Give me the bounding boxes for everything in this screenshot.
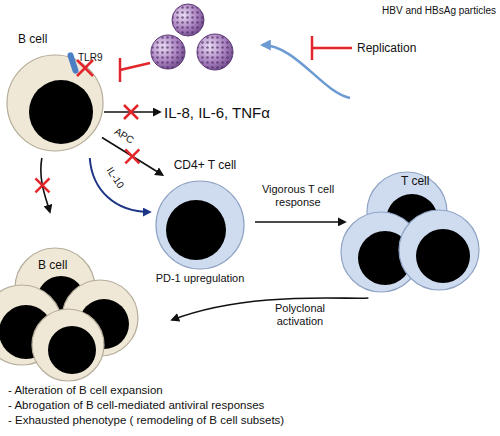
bullet-note: - Alteration of B cell expansion <box>8 384 488 398</box>
cell-body <box>32 309 104 381</box>
cell-body <box>7 55 103 151</box>
cross-stroke <box>77 60 93 76</box>
inhibition-cross <box>35 178 49 192</box>
inhibition-overlay <box>8 30 102 158</box>
cell-nucleus <box>166 200 226 260</box>
expansion-arrow <box>41 158 50 212</box>
t-cell-cluster: T cell <box>345 170 475 298</box>
inhibition-bar <box>120 58 150 82</box>
inhibition-cross <box>124 105 138 119</box>
virus-particles <box>151 4 233 70</box>
cell-shape <box>345 170 475 298</box>
inhibition-cross <box>77 60 93 76</box>
b-cell-cluster: B cell <box>0 212 172 382</box>
tlr9-receptor <box>67 52 80 75</box>
cytokine-curve <box>90 158 150 212</box>
cell-shape <box>0 212 172 382</box>
bullet-note: - Abrogation of B cell-mediated antivira… <box>8 399 488 413</box>
b-cell: B cellTLR9 <box>8 30 102 158</box>
cell-name: CD4+ T cell <box>155 158 255 172</box>
edge-label: Vigorous T cell response <box>254 183 342 209</box>
cell-body <box>156 181 244 269</box>
response-arrow <box>255 221 345 223</box>
cell-shape <box>8 30 102 158</box>
cell-nucleus <box>416 229 470 283</box>
inhibition-line <box>120 63 150 70</box>
virus-particle <box>197 34 233 70</box>
inhibition-bar <box>312 36 352 60</box>
cell-body <box>399 210 479 290</box>
cd4-t-cell: CD4+ T cellPD-1 upregulation <box>150 175 255 275</box>
cross-stroke <box>35 178 49 192</box>
cytokine-list: IL-8, IL-6, TNFα <box>164 104 314 122</box>
virus-spikes <box>151 35 185 69</box>
inhibition-cross <box>125 149 139 163</box>
cell-nucleus <box>48 326 96 374</box>
virus-spikes <box>197 34 233 70</box>
inhibition-tee <box>311 36 314 60</box>
receptor-name: TLR9 <box>78 52 112 64</box>
figure-note: HBV and HBsAg particles <box>356 5 496 17</box>
virus-particle <box>172 4 204 36</box>
virus-spikes <box>172 4 204 36</box>
cell-name: T cell <box>401 174 451 188</box>
edge-label: IL-10 <box>99 158 131 198</box>
inhibition-tee <box>119 58 122 82</box>
cross-stroke <box>124 105 138 119</box>
cross-stroke <box>35 178 49 192</box>
replication-arrow <box>262 45 350 98</box>
virus-particle <box>151 35 185 69</box>
cell-name: B cell <box>38 258 88 272</box>
cross-stroke <box>125 149 139 163</box>
inhibition-line <box>312 47 352 50</box>
cell-name: B cell <box>18 32 68 46</box>
activation-curve <box>172 298 368 320</box>
process-name: Replication <box>357 41 437 55</box>
cell-shape <box>150 175 255 275</box>
edge-label: Polyclonal activation <box>264 302 336 328</box>
cross-stroke <box>77 60 93 76</box>
cross-stroke <box>124 105 138 119</box>
cross-stroke <box>125 149 139 163</box>
bullet-note: - Exhausted phenotype ( remodeling of B … <box>8 414 488 428</box>
edge-label: APC <box>104 121 144 152</box>
cell-note: PD-1 upregulation <box>155 272 245 285</box>
cell-nucleus <box>29 80 93 144</box>
